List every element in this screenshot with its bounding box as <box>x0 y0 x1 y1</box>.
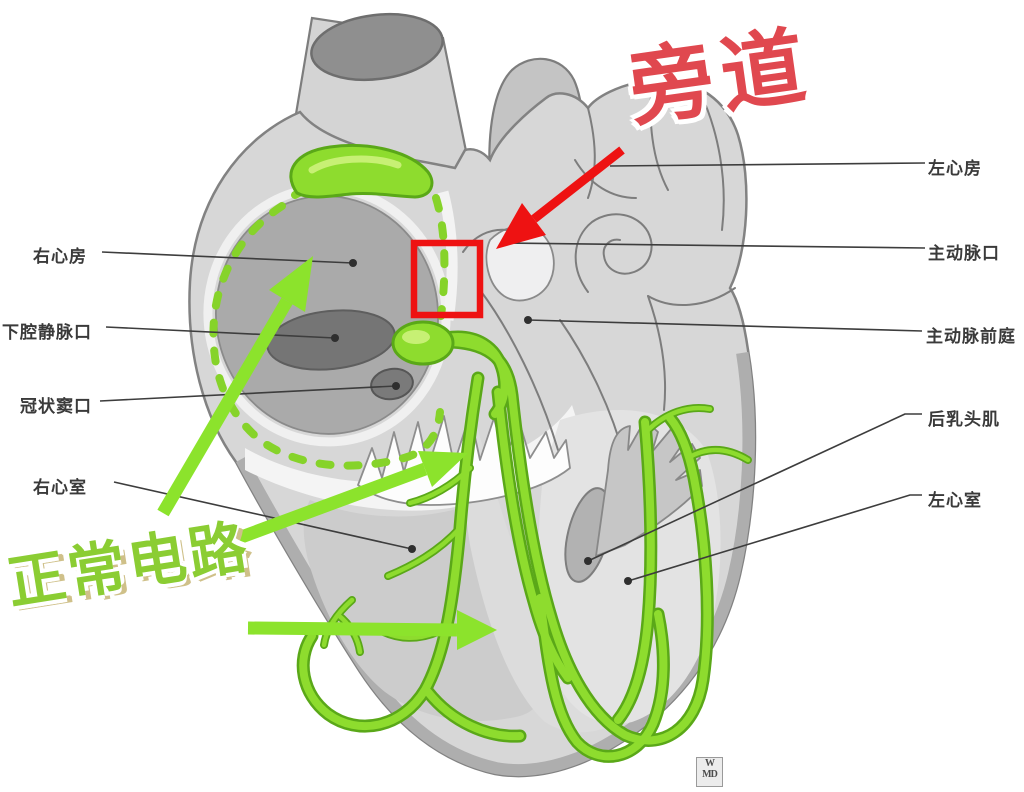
green-arrow-horizontal-icon <box>247 610 497 650</box>
label-right-atrium: 右心房 <box>33 247 87 266</box>
label-left-ventricle: 左心室 <box>928 491 982 510</box>
label-coronary-sinus: 冠状窦口 <box>20 397 92 416</box>
watermark-line1: W <box>705 758 715 769</box>
watermark-line2: MD <box>702 769 718 780</box>
left-atrium-folds <box>574 81 736 411</box>
label-aortic-opening: 主动脉口 <box>928 244 1000 263</box>
septum <box>462 390 610 733</box>
label-aortic-vestibule: 主动脉前庭 <box>926 327 1016 346</box>
red-arrow-icon <box>496 146 625 249</box>
label-right-ventricle: 右心室 <box>33 478 87 497</box>
label-left-atrium: 左心房 <box>928 159 982 178</box>
leader-lines <box>99 162 926 585</box>
green-arrow-to-atrium-icon <box>157 256 313 517</box>
watermark-logo: W MD <box>696 757 723 787</box>
label-posterior-papillary: 后乳头肌 <box>928 410 1000 429</box>
accessory-pathway-box <box>410 239 484 319</box>
av-node <box>391 320 455 366</box>
green-arrow-to-septum-icon <box>225 451 468 549</box>
label-ivc-opening: 下腔静脉口 <box>2 323 92 342</box>
sa-node <box>289 143 434 199</box>
